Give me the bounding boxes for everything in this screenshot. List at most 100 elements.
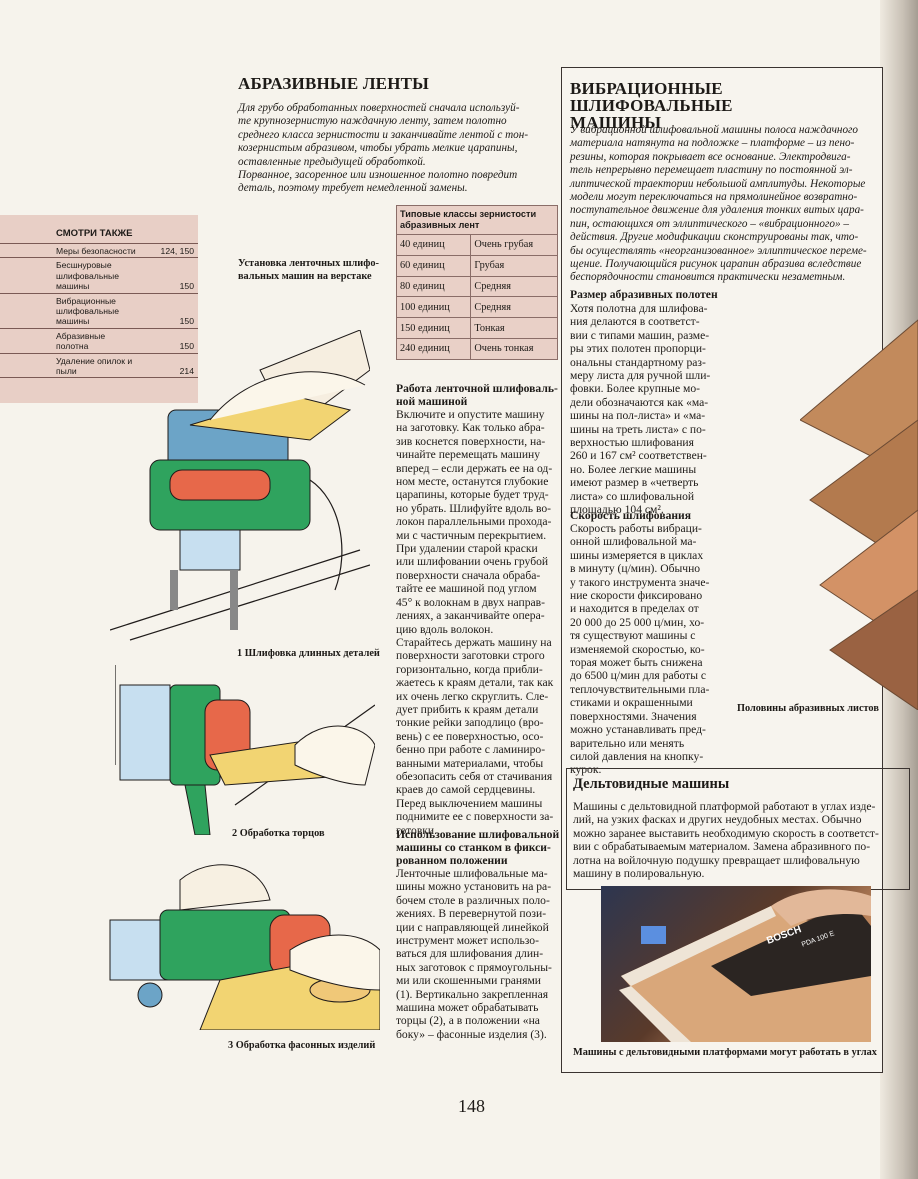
work-line: тонкие рейки заподлицо (вро- bbox=[396, 716, 544, 730]
vibration-intro-line: действия. Другие модификации сконструиро… bbox=[570, 231, 859, 244]
stand-text: Ленточные шлифовальные ма-шины можно уст… bbox=[396, 867, 566, 1041]
work-line: на заготовку. Как только абра- bbox=[396, 421, 545, 435]
work-line: лениях, а заканчивайте опера- bbox=[396, 609, 545, 623]
stand-line: торцы (2), а в положении «на bbox=[396, 1014, 540, 1028]
vibration-intro-line: бы осуществлять «неорганизованное» эллип… bbox=[570, 244, 867, 257]
work-line: поверхности заготовки строго bbox=[396, 649, 545, 663]
grit-class: Средняя bbox=[470, 296, 558, 319]
intro-line: Для грубо обработанных поверхностей снач… bbox=[238, 102, 520, 114]
vibration-intro-line: поступательное движение для удаления тон… bbox=[570, 204, 864, 217]
intro-line: среднего класса зернистости и заканчивай… bbox=[238, 128, 529, 141]
work-line: 45° к волокнам в двух направ- bbox=[396, 595, 546, 609]
grit-units: 80 единиц bbox=[395, 275, 472, 298]
work-line: ванными материалами, чтобы bbox=[396, 756, 544, 770]
delta-line: Машины с дельтовидной платформой работаю… bbox=[573, 800, 876, 813]
grit-class: Тонкая bbox=[470, 317, 558, 339]
vibration-intro-line: беспорядочности становится практически н… bbox=[570, 271, 846, 284]
vibration-intro-line: резины, которая покрывает все основание.… bbox=[570, 150, 851, 163]
size-line: дели обозначаются как «ма- bbox=[570, 395, 709, 409]
work-line: царапины, которые будет труд- bbox=[396, 488, 549, 502]
see-also-item-pages: 150 bbox=[179, 281, 194, 292]
work-line: дует прибить к краям детали bbox=[396, 702, 539, 716]
size-line: шины на пол-листа» и «ма- bbox=[570, 409, 706, 423]
stand-line: боку» – фасонные изделия (3). bbox=[396, 1027, 547, 1041]
work-line: краев до самой сердцевины. bbox=[396, 783, 536, 797]
grit-units: 150 единиц bbox=[395, 317, 472, 339]
speed-line: можно устанавливать пред- bbox=[570, 723, 706, 737]
work-line: Включите и опустите машину bbox=[396, 408, 545, 421]
caption-fig3: 3 Обработка фасонных изделий bbox=[228, 1040, 376, 1051]
speed-line: изменяемой скоростью, ко- bbox=[570, 642, 705, 656]
work-line: жаетесь к краям детали, так как bbox=[396, 676, 554, 690]
intro-text: Для грубо обработанных поверхностей снач… bbox=[238, 102, 548, 196]
size-line: меру листа для ручной шли- bbox=[570, 369, 711, 383]
work-line: зив коснется поверхности, на- bbox=[396, 434, 546, 448]
work-line: локон параллельными прохода- bbox=[396, 515, 552, 529]
vibration-intro-line: пин, остающихся от эллиптического – «виб… bbox=[570, 217, 849, 230]
grit-units: 60 единиц bbox=[395, 254, 472, 277]
caption-photo: Машины с дельтовидными платформами могут… bbox=[573, 1047, 877, 1058]
speed-line: Скорость работы вибраци- bbox=[570, 522, 702, 535]
speed-line: варительно или менять bbox=[570, 736, 685, 750]
work-line: бенно при работе с ламиниро- bbox=[396, 743, 546, 757]
delta-line: лий, на узких фасках и других неудобных … bbox=[573, 813, 862, 827]
stand-line: бочем столе в различных поло- bbox=[396, 893, 550, 907]
work-line: ми с частичным перекрытием. bbox=[396, 528, 547, 542]
illustration-shaped-sanding bbox=[109, 864, 380, 1030]
stand-heading: Использование шлифовальной машины со ста… bbox=[396, 828, 560, 867]
size-line: ры этих полотен пропорци- bbox=[570, 342, 706, 356]
see-also-item-pages: 150 bbox=[179, 316, 194, 327]
speed-line: у такого инструмента значе- bbox=[570, 575, 710, 589]
stand-line: шины можно установить на ра- bbox=[396, 880, 552, 894]
work-line: но убрать. Шлифуйте вдоль во- bbox=[396, 501, 552, 515]
delta-sander-photo: BOSCH PDA 100 E bbox=[601, 886, 871, 1042]
speed-text: Скорость работы вибраци-онной шлифовальн… bbox=[570, 522, 730, 777]
grit-table: Типовые классы зернистости абразивных ле… bbox=[395, 205, 558, 360]
speed-line: онной шлифовальной ма- bbox=[570, 535, 697, 549]
see-also-item-name: Вибрационные шлифовальные машины bbox=[56, 295, 120, 327]
stand-line: жениях. В перевернутой пози- bbox=[396, 907, 547, 921]
speed-line: шины измеряется в циклах bbox=[570, 548, 704, 562]
see-also-item-name: Меры безопасности bbox=[56, 246, 136, 256]
size-line: имеют размер в «четверть bbox=[570, 476, 699, 490]
work-line: готовки. bbox=[396, 823, 438, 837]
speed-heading: Скорость шлифования bbox=[570, 509, 692, 522]
section-title: АБРАЗИВНЫЕ ЛЕНТЫ bbox=[238, 74, 430, 93]
stand-line: ваться для шлифования длин- bbox=[396, 947, 544, 961]
work-line: вень) с ее поверхностью, осо- bbox=[396, 729, 544, 743]
delta-line: можно заранее выставить необходимую скор… bbox=[573, 826, 879, 840]
speed-line: силой давления на кнопку- bbox=[570, 749, 704, 763]
stand-line: ных заготовок с прямоугольны- bbox=[396, 960, 552, 974]
caption-sheets: Половины абразивных листов bbox=[737, 703, 879, 714]
size-heading: Размер абразивных полотен bbox=[570, 288, 718, 301]
work-line: Старайтесь держать машину на bbox=[396, 635, 552, 649]
vibration-intro-line: липтической траектории небольшой амплиту… bbox=[570, 177, 866, 190]
vibration-intro-line: тель непрерывно перемещает пластину по п… bbox=[570, 164, 853, 177]
vibration-intro-line: модели могут переключаться на прямолиней… bbox=[570, 191, 858, 204]
see-also-title: СМОТРИ ТАКЖЕ bbox=[0, 215, 198, 244]
stand-line: инструмент может использо- bbox=[396, 934, 539, 948]
work-line: горизонтально, когда прибли- bbox=[396, 662, 543, 676]
work-line: поднимите ее с поверхности за- bbox=[396, 810, 554, 824]
stand-line: ции с направляющей линейкой bbox=[396, 920, 549, 934]
grit-units: 240 единиц bbox=[395, 337, 472, 360]
stand-line: Ленточные шлифовальные ма- bbox=[396, 867, 548, 880]
delta-text: Машины с дельтовидной платформой работаю… bbox=[573, 800, 907, 880]
speed-line: теплочувствительными пла- bbox=[570, 682, 710, 696]
vibration-intro-line: материала натянута на подложке – платфор… bbox=[570, 137, 855, 150]
intro-line: те крупнозернистую наждачную ленту, зате… bbox=[238, 115, 507, 128]
speed-line: торая может быть снижена bbox=[570, 656, 703, 670]
intro-line: деталь, поэтому требует немедленной заме… bbox=[238, 182, 468, 195]
vibration-intro: У вибрационной шлифовальной машины полос… bbox=[570, 124, 886, 285]
size-line: верхностью шлифования bbox=[570, 436, 694, 450]
illustration-end-sanding bbox=[115, 665, 375, 835]
size-line: площадью 104 см². bbox=[570, 503, 664, 517]
illustration-long-sanding bbox=[110, 330, 370, 641]
